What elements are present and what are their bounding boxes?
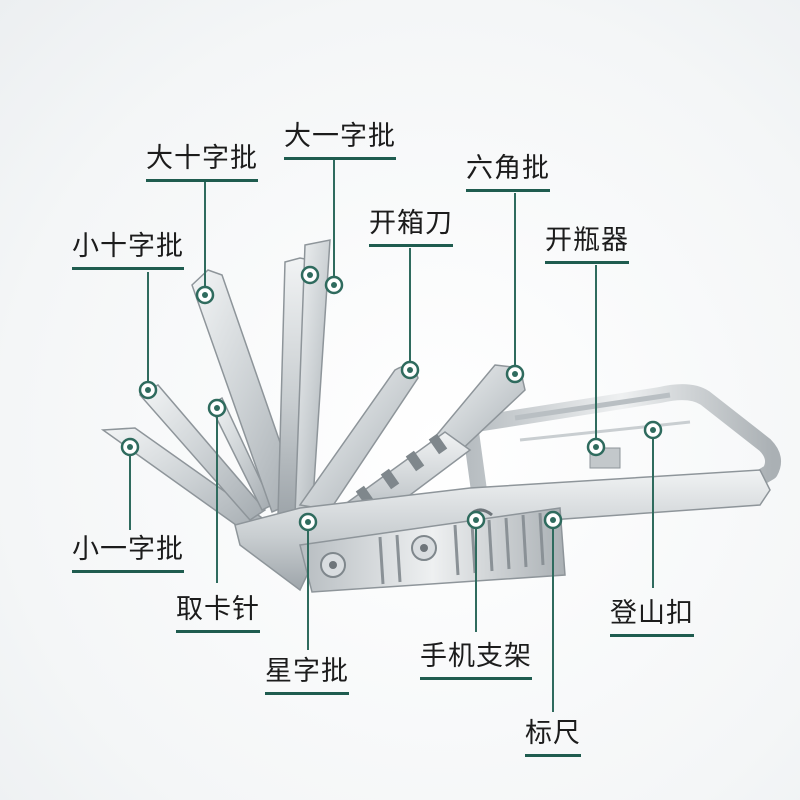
label-box-cutter: 开箱刀 [369, 207, 453, 247]
label-sim-pin: 取卡针 [176, 593, 260, 633]
label-carabiner: 登山扣 [610, 597, 694, 637]
callout-dots [120, 265, 663, 532]
tool-fan [100, 239, 526, 542]
label-small-flat: 小一字批 [72, 533, 184, 573]
label-large-flat: 大一字批 [284, 120, 396, 160]
label-hex: 六角批 [466, 152, 550, 192]
label-small-phillips: 小十字批 [72, 230, 184, 270]
label-phone-stand: 手机支架 [420, 640, 532, 680]
leader-lines [129, 160, 654, 712]
label-ruler: 标尺 [525, 717, 581, 757]
label-torx: 星字批 [265, 655, 349, 695]
carabiner [462, 384, 782, 506]
label-large-phillips: 大十字批 [146, 142, 258, 182]
label-bottle-opener: 开瓶器 [545, 224, 629, 264]
